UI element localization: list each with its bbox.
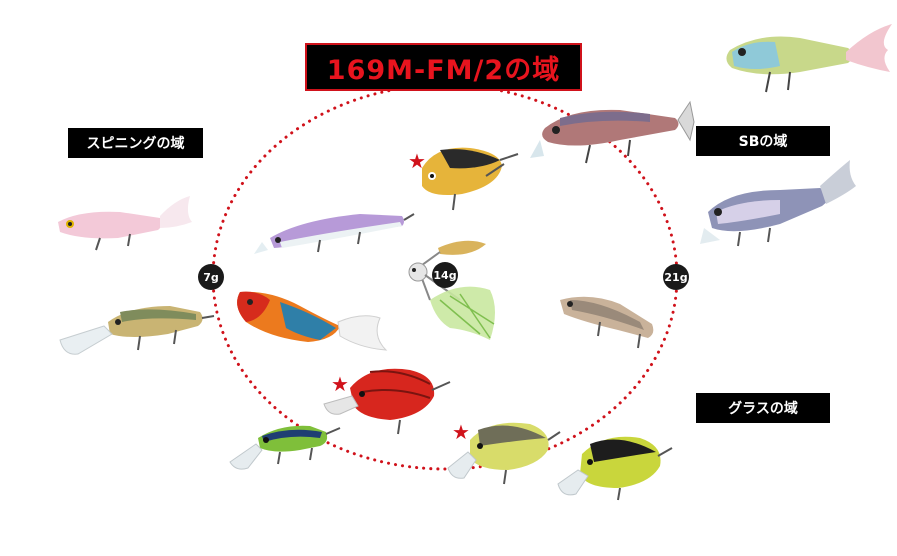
star-mark-vibration: ★	[408, 149, 426, 173]
crankbait-lure-firetiger	[229, 425, 341, 470]
zone-label-spinning: スピニングの域	[68, 128, 203, 158]
vibration-lure-top	[422, 147, 519, 211]
popper-lure	[237, 291, 388, 351]
jerkbait-lure-purple	[254, 213, 415, 254]
star-mark-red-crank: ★	[331, 372, 349, 396]
weight-marker-center: 14g	[432, 262, 458, 288]
crankbait-lure-red	[323, 368, 451, 435]
zone-label-grass: グラスの域	[696, 393, 830, 423]
star-mark-center-crank: ★	[452, 420, 470, 444]
weight-marker-left: 7g	[198, 264, 224, 290]
swimbait-lure-top-right	[726, 24, 892, 93]
zone-label-sb: SBの域	[696, 126, 830, 156]
crankbait-lure-left	[59, 306, 215, 355]
spinnerbait-lure	[408, 240, 495, 340]
pencilbait-lure	[560, 296, 654, 349]
swimbait-lure-sb	[700, 160, 856, 247]
crankbait-lure-center-bottom	[447, 422, 561, 485]
weight-marker-right: 21g	[663, 264, 689, 290]
squarebill-lure	[557, 436, 673, 501]
page-title: 169M-FM/2の域	[305, 43, 582, 91]
minnow-lure-top	[530, 100, 695, 164]
topwater-lure-pink	[58, 196, 192, 251]
